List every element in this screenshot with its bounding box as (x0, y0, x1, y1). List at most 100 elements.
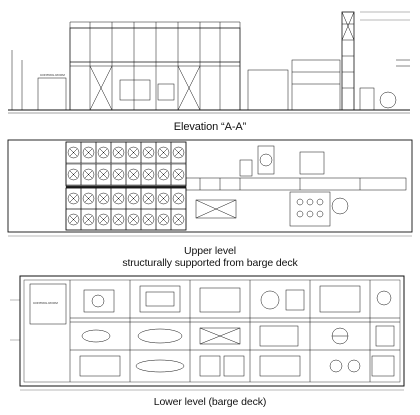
fan-icon (97, 213, 110, 226)
fan-grid (65, 141, 187, 231)
fan-blade (99, 215, 108, 224)
exhaust-stack (341, 11, 355, 111)
fan-icon (142, 146, 155, 159)
fan-icon (82, 168, 95, 181)
block-cross (195, 199, 237, 219)
fan-icon (157, 146, 170, 159)
fan-blade (144, 194, 153, 203)
fan-icon (172, 146, 185, 159)
fan-blade (84, 215, 93, 224)
main-duct (185, 177, 407, 191)
lower-skid (199, 327, 241, 345)
fan-blade (129, 194, 138, 203)
fan-icon (172, 213, 185, 226)
lower-vessel (137, 328, 183, 344)
lower-tank (376, 290, 392, 306)
fan-icon (67, 168, 80, 181)
fan-icon (172, 168, 185, 181)
stack-brace (341, 11, 355, 41)
fan-icon (157, 168, 170, 181)
fan-icon (157, 213, 170, 226)
small-fan (296, 210, 304, 218)
lower-equipment (223, 355, 245, 377)
lower-vessel (135, 359, 185, 373)
fan-icon (97, 168, 110, 181)
fan-icon (82, 146, 95, 159)
lower-equipment (83, 289, 115, 313)
fan-blade (129, 148, 138, 157)
fan-blade (114, 215, 123, 224)
turbine-hall (247, 69, 289, 111)
fan-icon (112, 168, 125, 181)
fan-icon (82, 213, 95, 226)
lower-pump (347, 359, 361, 373)
small-fan (316, 210, 324, 218)
lower-inner-outline (23, 279, 401, 383)
brace (177, 65, 201, 111)
fan-blade (174, 170, 183, 179)
fan-blade (144, 215, 153, 224)
fan-blade (174, 148, 183, 157)
fan-blade (99, 148, 108, 157)
upper-equipment-block (299, 151, 325, 175)
fan-blade (144, 170, 153, 179)
upper-level-subcaption: structurally supported from barge deck (122, 257, 298, 269)
lower-skid (259, 325, 299, 347)
fan-blade (69, 148, 78, 157)
under-deck-equipment (157, 83, 175, 101)
fan-icon (67, 192, 80, 205)
fan-icon (142, 168, 155, 181)
lower-control-room-label: CONTROL ROOM (33, 301, 58, 305)
fan-icon (112, 192, 125, 205)
fan-icon (82, 192, 95, 205)
fan-icon (142, 192, 155, 205)
fan-blade (84, 194, 93, 203)
small-fan (306, 198, 314, 206)
upper-equipment-block (289, 191, 331, 227)
fan-icon (127, 146, 140, 159)
fan-icon (97, 146, 110, 159)
fan-blade (69, 194, 78, 203)
lower-vessel (81, 329, 111, 343)
gas-turbine-enclosure (291, 59, 341, 111)
lower-pump (329, 359, 343, 373)
fan-icon (127, 192, 140, 205)
fan-icon (112, 146, 125, 159)
fan-blade (69, 170, 78, 179)
upper-equipment-block (195, 199, 237, 219)
fan-blade (159, 215, 168, 224)
fan-blade (114, 148, 123, 157)
lower-tank (260, 290, 280, 310)
fan-blade (129, 170, 138, 179)
control-room-label: CONTROL ROOM (40, 73, 65, 77)
lower-equipment (319, 285, 361, 313)
fan-blade (159, 170, 168, 179)
fan-icon (112, 213, 125, 226)
fan-blade (84, 170, 93, 179)
upper-barge-outline (7, 139, 413, 233)
lower-equipment (79, 355, 121, 377)
upper-level-plan (7, 139, 413, 237)
lower-equipment (199, 287, 241, 313)
fan-blade (69, 215, 78, 224)
brace (89, 65, 113, 111)
fan-blade (99, 194, 108, 203)
lower-equipment (375, 325, 395, 347)
upper-equipment-block (257, 145, 275, 175)
fan-cell (170, 208, 187, 231)
lower-equipment (285, 289, 305, 311)
lower-level-plan: CONTROL ROOM (10, 275, 405, 391)
upper-small-block (239, 159, 253, 177)
lower-equipment (371, 355, 395, 377)
elevation-caption: Elevation “A-A” (173, 121, 247, 133)
elevation-view: CONTROL ROOM (8, 11, 410, 114)
fan-icon (157, 192, 170, 205)
condenser-roof (69, 21, 241, 28)
condenser-structure (69, 27, 241, 111)
fan-blade (144, 148, 153, 157)
upper-tank (331, 197, 349, 215)
fan-blade (159, 148, 168, 157)
lower-equipment (199, 355, 221, 377)
